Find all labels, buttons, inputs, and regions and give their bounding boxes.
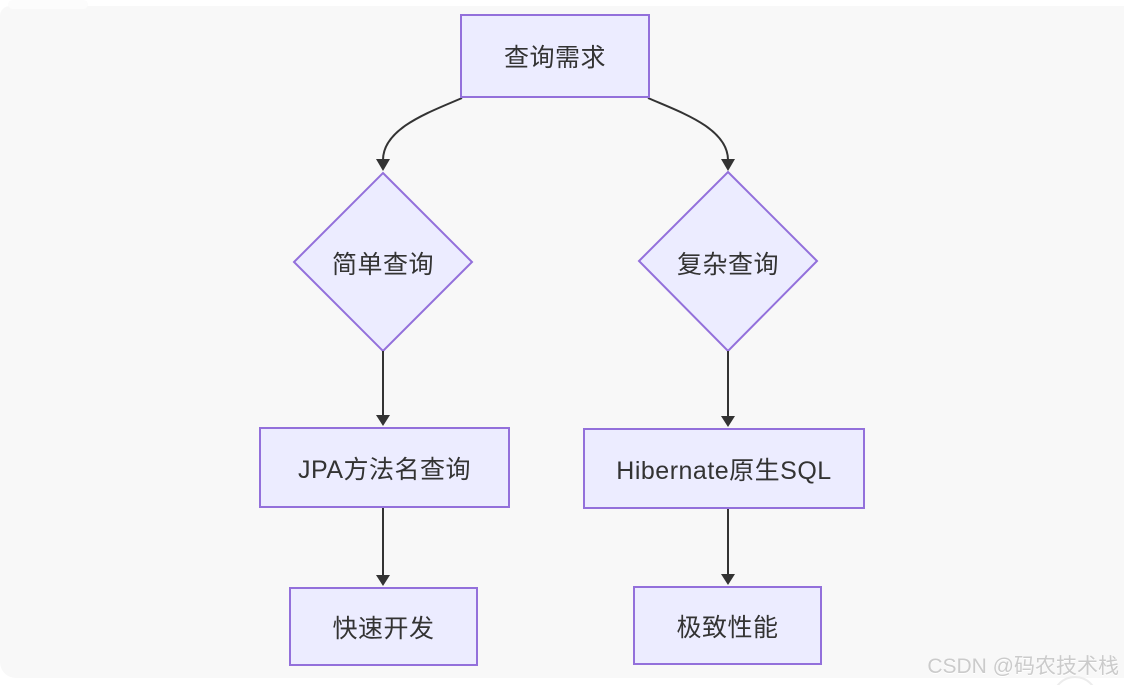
edge-root-to-complex-arrowhead (721, 159, 735, 171)
node-complex-label: 复杂查询 (676, 251, 780, 279)
edge-root-to-simple (382, 97, 463, 161)
edge-root-to-simple-arrowhead (376, 159, 390, 171)
node-hibernate: Hibernate原生SQL (583, 428, 865, 509)
edge-hibernate-to-perf-arrowhead (721, 574, 735, 585)
node-fast: 快速开发 (289, 587, 478, 666)
edge-simple-to-jpa-arrowhead (376, 415, 390, 426)
node-perf: 极致性能 (633, 586, 822, 665)
watermark-text: CSDN @码农技术栈 (927, 655, 1119, 678)
flowchart-canvas (0, 6, 1124, 678)
edge-complex-to-hibernate-arrowhead (721, 416, 735, 427)
node-jpa: JPA方法名查询 (259, 427, 510, 508)
node-simple-label: 简单查询 (331, 251, 435, 279)
edge-jpa-to-fast-arrowhead (376, 575, 390, 586)
node-root: 查询需求 (460, 14, 650, 98)
edge-root-to-complex (647, 97, 729, 161)
top-left-artifact (8, 0, 88, 9)
